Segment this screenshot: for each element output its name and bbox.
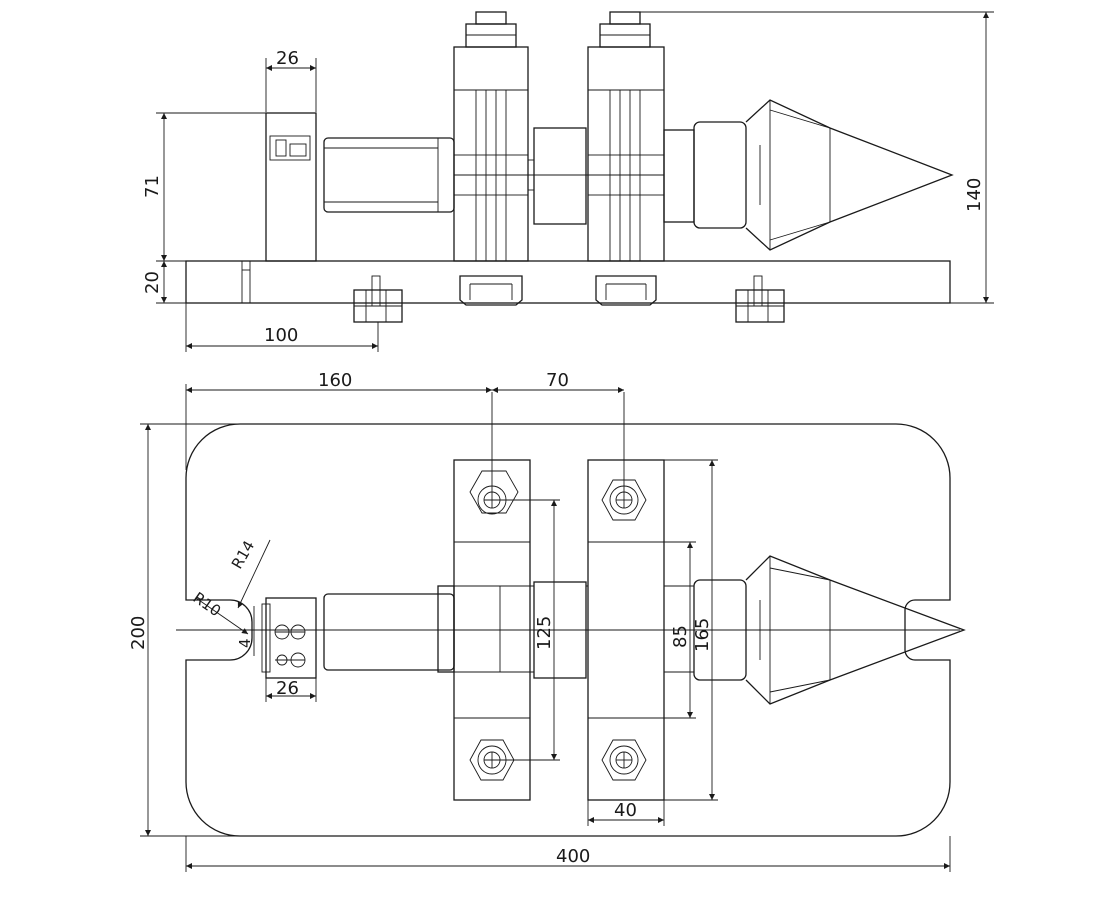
top-shaft	[323, 593, 455, 671]
top-cone	[693, 555, 966, 705]
dim-label: R10	[190, 589, 225, 621]
dim-26-top: 26	[265, 678, 317, 702]
side-clamp-1	[453, 11, 529, 262]
top-coupler	[533, 581, 587, 679]
side-base-plate	[185, 260, 951, 304]
dim-label: 26	[276, 678, 299, 699]
dim-label: 70	[546, 370, 569, 391]
dim-r14: R14	[228, 537, 271, 609]
side-coupler	[533, 127, 587, 225]
dim-85: 85	[664, 541, 696, 719]
dim-160: 160	[185, 370, 492, 470]
dim-400: 400	[185, 836, 951, 872]
dim-label: 85	[670, 625, 691, 648]
dim-label: R14	[228, 537, 258, 572]
dim-label: 100	[264, 325, 298, 346]
dim-label: 400	[556, 846, 590, 867]
crosshairs	[484, 392, 632, 768]
side-clamp-2	[587, 11, 665, 262]
dim-label: 140	[964, 178, 985, 212]
dim-label: 160	[318, 370, 352, 391]
dim-100: 100	[185, 303, 379, 352]
dim-label: 20	[142, 271, 163, 294]
top-left-block	[261, 597, 317, 679]
dim-125: 125	[534, 500, 557, 760]
dim-label: 125	[534, 616, 555, 650]
side-cone	[663, 99, 954, 251]
dim-r10: R10	[190, 589, 249, 635]
dim-20: 20	[142, 260, 186, 304]
side-view: 26 71 20 100 140	[142, 11, 994, 352]
dim-label: 200	[128, 616, 149, 650]
dim-70: 70	[492, 370, 624, 393]
dim-165: 165	[664, 459, 718, 801]
dim-label: 71	[142, 175, 163, 198]
dim-140: 140	[640, 11, 994, 304]
dim-label: 4	[236, 638, 254, 648]
dim-label: 165	[692, 618, 713, 652]
dim-26-side: 26	[265, 48, 317, 112]
side-bolt-right	[735, 275, 785, 323]
dim-40: 40	[587, 800, 665, 826]
dim-71: 71	[142, 112, 266, 261]
dim-4: 4	[236, 606, 255, 656]
side-bolt-left	[353, 275, 403, 323]
side-left-block	[265, 112, 317, 262]
dim-label: 26	[276, 48, 299, 69]
dim-label: 40	[614, 800, 637, 821]
top-view: 160 70 200 400 R14 R10 4	[128, 370, 966, 872]
side-shaft	[323, 137, 455, 213]
dim-200: 200	[128, 423, 240, 837]
